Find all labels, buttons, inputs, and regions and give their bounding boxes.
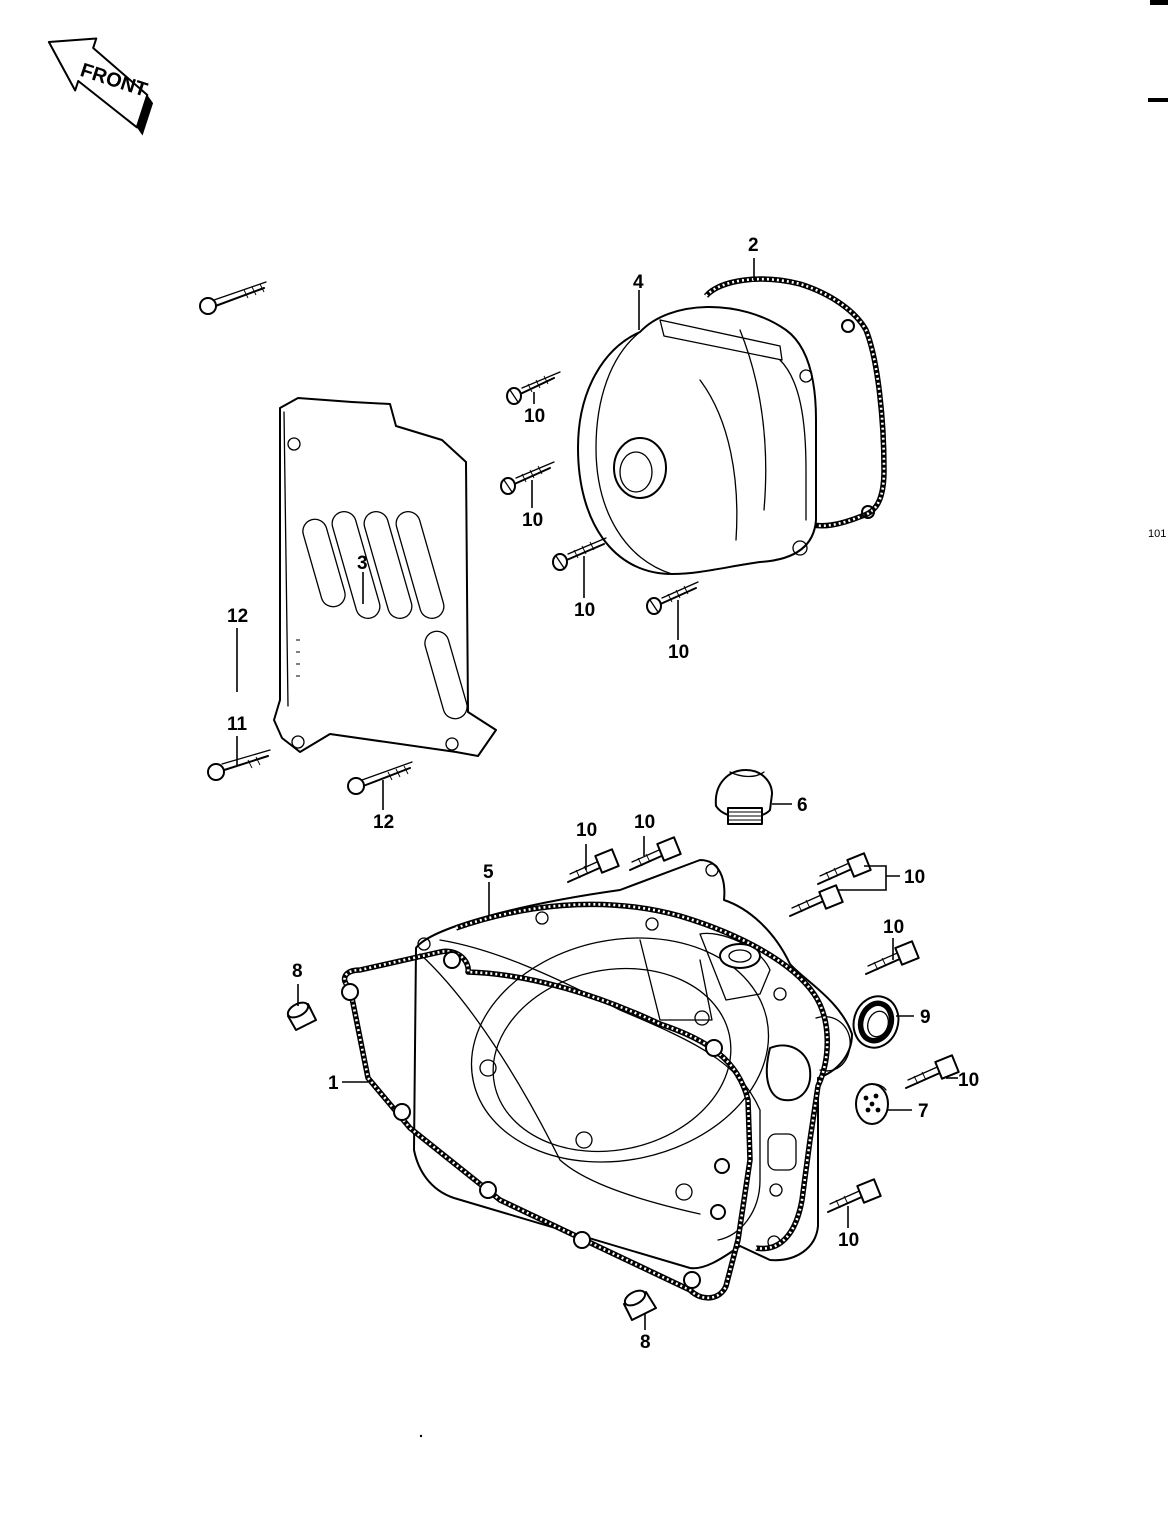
part-10-bolt-k [827, 1178, 882, 1213]
callout-1: 1 [328, 1073, 339, 1094]
callout-10-j: 10 [838, 1230, 859, 1251]
callout-5: 5 [483, 862, 494, 883]
callout-10-a: 10 [524, 406, 545, 427]
part-5-clutch-cover-gasket [455, 901, 830, 1252]
part-1-crankcase-gasket [341, 948, 753, 1301]
part-12-bolt-a [199, 281, 267, 315]
part-3-sprocket-cover [273, 397, 497, 757]
callout-10-h: 10 [883, 917, 904, 938]
callout-10-e: 10 [576, 820, 597, 841]
callout-12-a: 12 [227, 606, 248, 627]
leader-lines [236, 258, 958, 1330]
part-6-oil-filler-cap [714, 769, 773, 825]
callout-7: 7 [918, 1101, 929, 1122]
callout-8-b: 8 [640, 1332, 651, 1353]
callout-8-a: 8 [292, 961, 303, 982]
callout-6: 6 [797, 795, 808, 816]
part-8-dowel-pin-a [286, 1001, 317, 1031]
stray-dot [419, 1434, 423, 1438]
part-10-bolt-e [567, 848, 620, 883]
part-11-bolt [207, 749, 271, 781]
part-10-bolt-f [629, 836, 682, 871]
part-5-clutch-cover [413, 859, 853, 1270]
callout-11: 11 [227, 714, 248, 735]
page-number: 101 [1148, 528, 1166, 540]
edge-mark-mid [1148, 98, 1168, 102]
part-9-oil-seal [852, 995, 900, 1049]
callout-10-b: 10 [522, 510, 543, 531]
front-direction-badge: FRONT [47, 37, 154, 136]
callout-10-i: 10 [958, 1070, 979, 1091]
callout-10-g: 10 [904, 867, 925, 888]
part-10-bolt-i [865, 940, 920, 975]
part-10-bolt-g [817, 852, 872, 885]
part-2-cover-gasket [703, 276, 887, 529]
part-10-screw-a [506, 371, 561, 405]
part-10-bolt-h [789, 884, 844, 917]
part-7-plug [855, 1083, 889, 1125]
callout-10-d: 10 [668, 642, 689, 663]
part-10-screw-b [500, 461, 555, 495]
callout-4: 4 [633, 272, 644, 293]
callout-labels: 2 4 10 10 10 10 3 12 11 12 6 10 10 10 10… [227, 235, 979, 1353]
callout-10-c: 10 [574, 600, 595, 621]
part-4-generator-cover [577, 306, 817, 575]
part-10-screw-c [552, 537, 607, 571]
part-10-bolt-j [905, 1054, 960, 1089]
callout-3: 3 [357, 553, 368, 574]
callout-9: 9 [920, 1007, 931, 1028]
part-10-screw-d [646, 581, 699, 615]
part-8-dowel-pin-b [623, 1289, 657, 1321]
part-12-bolt-b [347, 761, 413, 795]
callout-12-b: 12 [373, 812, 394, 833]
edge-mark-top [1150, 0, 1168, 5]
callout-10-f: 10 [634, 812, 655, 833]
callout-2: 2 [748, 235, 759, 256]
